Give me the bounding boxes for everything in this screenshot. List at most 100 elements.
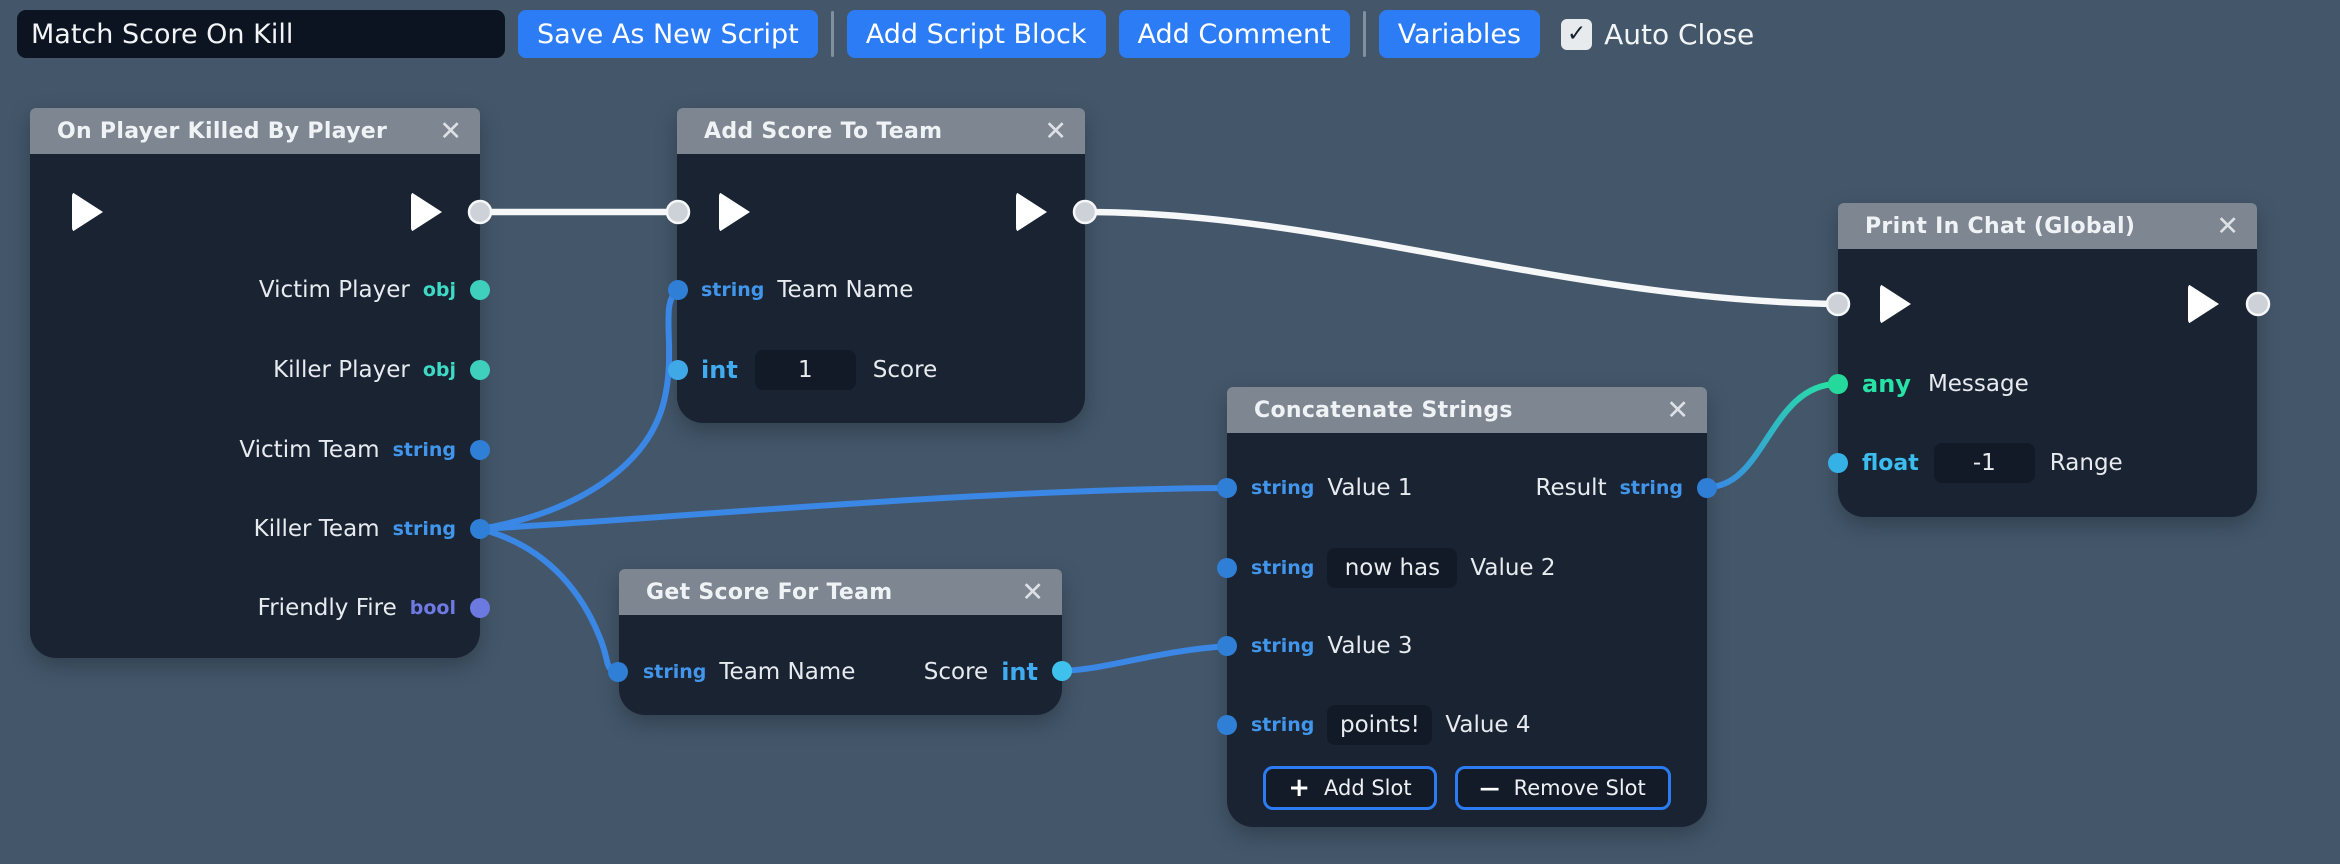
value4-field[interactable] (1327, 705, 1433, 745)
pin-type: obj (422, 279, 456, 301)
node-get-score-for-team[interactable]: Get Score For Team ✕ string Team Name Sc… (619, 569, 1062, 715)
pin-label: Range (2049, 450, 2123, 476)
value2-field[interactable] (1327, 548, 1458, 588)
node-title: Add Score To Team (704, 118, 943, 144)
output-row: Victim Team string (30, 428, 480, 472)
close-icon[interactable]: ✕ (1666, 394, 1689, 426)
exec-in-play-icon[interactable] (719, 192, 750, 232)
pin-label: Value 1 (1327, 475, 1413, 501)
pin-type: string (1251, 477, 1315, 499)
exec-row (677, 190, 1085, 234)
auto-close-checkbox[interactable]: ✓ (1561, 18, 1593, 50)
output-row: Friendly Fire bool (30, 586, 480, 630)
close-icon[interactable]: ✕ (1044, 115, 1067, 147)
pin-label: Score (923, 659, 989, 685)
exec-out-play-icon[interactable] (1016, 192, 1047, 232)
input-row: string Value 3 (1227, 624, 1707, 668)
input-row: int Score (677, 348, 1085, 392)
remove-slot-label: Remove Slot (1513, 776, 1646, 800)
pin-label: Value 4 (1445, 712, 1531, 738)
checkmark-icon: ✓ (1566, 21, 1587, 47)
pin-type: string (701, 279, 765, 301)
minus-icon: — (1479, 776, 1500, 800)
pin-type: any (1862, 370, 1911, 398)
pin-type: obj (422, 359, 456, 381)
input-row: any Message (1838, 362, 2257, 406)
node-title: Print In Chat (Global) (1865, 213, 2136, 239)
node-concatenate-strings[interactable]: Concatenate Strings ✕ string Value 1 Res… (1227, 387, 1707, 827)
pin-type: int (1001, 658, 1038, 686)
pin-label: Victim Team (239, 437, 380, 463)
node-header[interactable]: On Player Killed By Player ✕ (30, 108, 480, 154)
add-comment-button[interactable]: Add Comment (1118, 10, 1350, 58)
node-header[interactable]: Concatenate Strings ✕ (1227, 387, 1707, 433)
pin-type: string (1251, 557, 1315, 579)
output-row: Victim Player obj (30, 268, 480, 312)
pin-type: float (1862, 450, 1919, 476)
remove-slot-button[interactable]: — Remove Slot (1454, 766, 1671, 810)
exec-out-play-icon[interactable] (2188, 284, 2219, 324)
pin-type: string (643, 661, 707, 683)
pin-label: Killer Player (273, 357, 410, 383)
pin-type: string (1619, 477, 1683, 499)
add-script-block-button[interactable]: Add Script Block (846, 10, 1106, 58)
pin-label: Value 2 (1470, 555, 1556, 581)
node-title: Get Score For Team (646, 579, 893, 605)
auto-close-control: ✓ Auto Close (1561, 18, 1754, 51)
wire-killerteam-to-teamname-getscore (477, 526, 621, 675)
node-header[interactable]: Add Score To Team ✕ (677, 108, 1085, 154)
wire-result-to-message (1704, 381, 1841, 491)
node-print-in-chat-global[interactable]: Print In Chat (Global) ✕ any Message flo… (1838, 203, 2257, 517)
wire-score-to-value3 (1059, 643, 1231, 674)
pin-label: Team Name (719, 659, 856, 685)
exec-out-play-icon[interactable] (411, 192, 442, 232)
io-row: string Value 1 Result string (1227, 466, 1707, 510)
pin-label: Message (1927, 371, 2029, 397)
io-row: string Team Name Score int (619, 650, 1062, 694)
pin-label: Team Name (777, 277, 914, 303)
exec-row (30, 190, 480, 234)
pin-type: string (392, 518, 456, 540)
pin-label: Value 3 (1327, 633, 1413, 659)
exec-row (1838, 282, 2257, 326)
wire-exec-addscore-to-print (1081, 208, 1842, 308)
wire-killerteam-to-value1 (477, 485, 1231, 532)
node-on-player-killed-by-player[interactable]: On Player Killed By Player ✕ Victim Play… (30, 108, 480, 658)
range-value-field[interactable] (1933, 443, 2035, 483)
output-row: Killer Player obj (30, 348, 480, 392)
close-icon[interactable]: ✕ (2216, 210, 2239, 242)
input-row: string Value 2 (1227, 546, 1707, 590)
plus-icon: + (1288, 773, 1311, 803)
auto-close-label: Auto Close (1604, 17, 1755, 51)
node-title: Concatenate Strings (1254, 397, 1513, 423)
node-header[interactable]: Get Score For Team ✕ (619, 569, 1062, 615)
wire-killerteam-to-teamname-addscore (477, 288, 681, 532)
pin-type: string (392, 439, 456, 461)
pin-label: Result (1535, 475, 1607, 501)
exec-in-play-icon[interactable] (1880, 284, 1911, 324)
node-add-score-to-team[interactable]: Add Score To Team ✕ string Team Name int… (677, 108, 1085, 423)
pin-type: bool (409, 597, 456, 619)
add-slot-button[interactable]: + Add Slot (1263, 766, 1437, 810)
script-name-input[interactable] (17, 10, 505, 58)
variables-button[interactable]: Variables (1378, 10, 1541, 58)
pin-type: string (1251, 635, 1315, 657)
pin-label: Score (872, 357, 938, 383)
node-title: On Player Killed By Player (57, 118, 388, 144)
input-row: float Range (1838, 441, 2257, 485)
add-slot-label: Add Slot (1324, 776, 1412, 800)
close-icon[interactable]: ✕ (439, 115, 462, 147)
exec-in-play-icon[interactable] (72, 192, 103, 232)
save-as-new-script-button[interactable]: Save As New Script (518, 10, 818, 58)
pin-type: string (1251, 714, 1315, 736)
close-icon[interactable]: ✕ (1021, 576, 1044, 608)
node-header[interactable]: Print In Chat (Global) ✕ (1838, 203, 2257, 249)
toolbar: Save As New Script Add Script Block Add … (17, 10, 1754, 58)
toolbar-divider (830, 11, 834, 57)
score-value-field[interactable] (754, 350, 856, 390)
input-row: string Value 4 (1227, 703, 1707, 747)
pin-label: Victim Player (258, 277, 410, 303)
toolbar-divider (1362, 11, 1366, 57)
pin-type: int (701, 356, 738, 384)
output-row: Killer Team string (30, 507, 480, 551)
